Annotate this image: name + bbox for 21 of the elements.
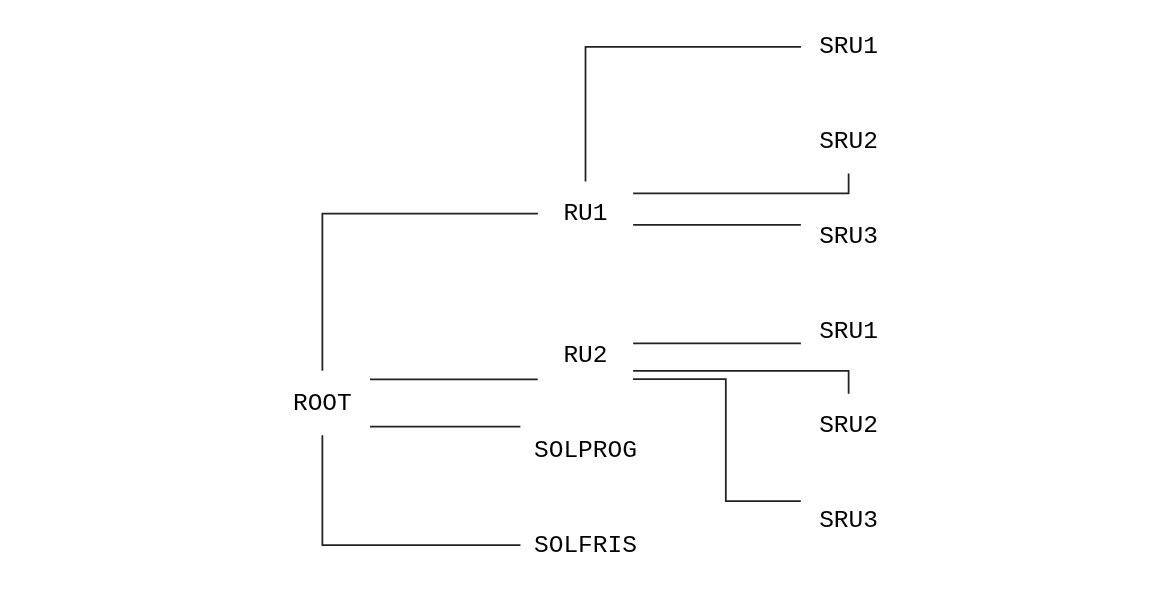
connector <box>321 212 539 372</box>
connector <box>632 224 802 226</box>
node-text: SRU2 <box>819 412 879 440</box>
connector <box>632 342 802 345</box>
node-text: SOLPROG <box>533 436 638 464</box>
node-text: SRU1 <box>819 317 879 345</box>
connector <box>632 369 850 395</box>
connector <box>584 46 802 183</box>
node-text: SRU3 <box>819 507 879 535</box>
node-text: RU2 <box>563 342 608 370</box>
node-text: SRU1 <box>819 33 879 61</box>
connector <box>369 378 539 381</box>
connector <box>321 434 522 546</box>
node-text: SOLFRIS <box>533 531 638 559</box>
connector <box>632 378 802 503</box>
node-text: ROOT <box>292 389 352 417</box>
connector <box>369 425 522 428</box>
node-text: SRU3 <box>819 222 879 250</box>
node-text: SRU2 <box>819 128 879 156</box>
node-text: RU1 <box>563 200 608 228</box>
connector <box>632 172 850 195</box>
